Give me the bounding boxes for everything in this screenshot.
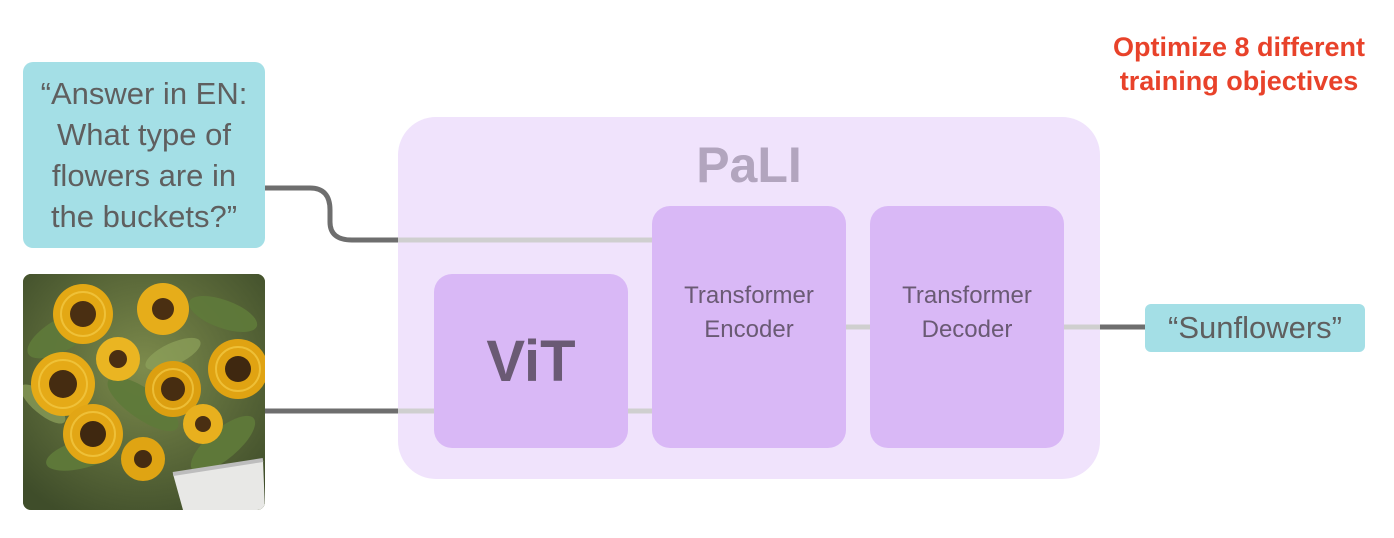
encoder-label-line1: Transformer (684, 282, 814, 309)
decoder-label-line1: Transformer (902, 282, 1032, 309)
answer-text: “Sunflowers” (1168, 310, 1342, 345)
training-objectives-note: Optimize 8 different training objectives (1094, 30, 1384, 98)
vit-block: ViT (434, 274, 628, 448)
decoder-label-line2: Decoder (921, 316, 1013, 343)
transformer-encoder-block: Transformer Encoder (652, 206, 846, 448)
note-line1: Optimize 8 different (1112, 32, 1366, 62)
question-line3: flowers are in (51, 158, 237, 193)
model-title: PaLI (696, 137, 802, 193)
question-line1: “Answer in EN: (40, 76, 248, 111)
question-line2: What type of (56, 117, 231, 152)
question-line4: the buckets?” (50, 199, 238, 234)
text-input-connector (265, 185, 398, 243)
sunflower-illustration (23, 274, 265, 510)
transformer-decoder-block: Transformer Decoder (870, 206, 1064, 448)
answer-output-box: “Sunflowers” (1145, 304, 1365, 352)
vit-label: ViT (486, 328, 576, 394)
question-input-box: “Answer in EN: What type of flowers are … (23, 62, 265, 248)
note-line2: training objectives (1119, 66, 1359, 96)
encoder-label-line2: Encoder (704, 316, 794, 343)
sunflower-image (23, 274, 265, 510)
